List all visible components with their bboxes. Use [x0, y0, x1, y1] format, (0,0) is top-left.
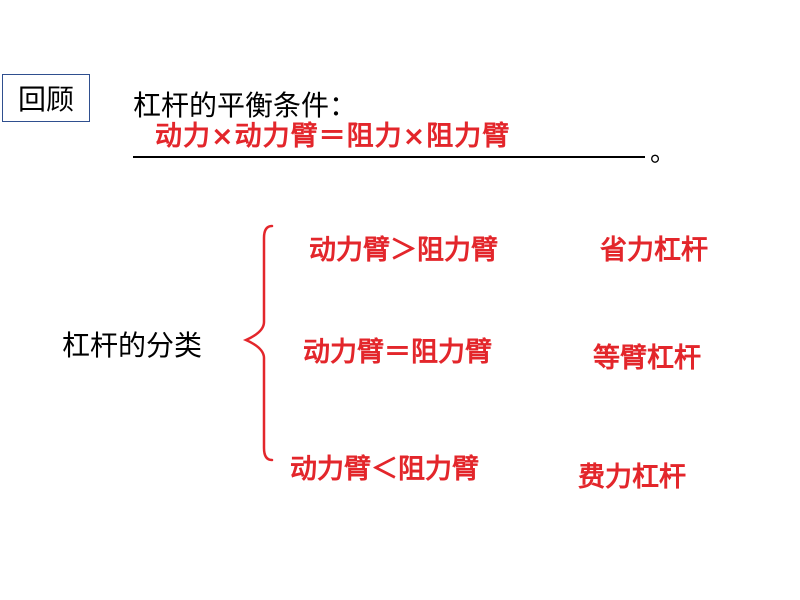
- condition-row-1: 动力臂＞阻力臂: [309, 235, 498, 266]
- curly-brace: [242, 224, 274, 462]
- balance-formula-answer: 动力×动力臂＝阻力×阻力臂: [155, 121, 511, 152]
- review-badge: 回顾: [2, 74, 90, 122]
- balance-condition-heading: 杠杆的平衡条件：: [133, 89, 358, 122]
- lever-type-row-1: 省力杠杆: [600, 235, 708, 266]
- condition-row-3: 动力臂＜阻力臂: [290, 454, 479, 485]
- answer-blank-line: [133, 156, 645, 158]
- condition-row-2: 动力臂＝阻力臂: [303, 337, 492, 368]
- review-badge-label: 回顾: [17, 83, 74, 116]
- lever-type-row-2: 等臂杠杆: [593, 343, 701, 374]
- lever-type-row-3: 费力杠杆: [578, 462, 686, 493]
- sentence-period: 。: [650, 138, 677, 168]
- classification-label: 杠杆的分类: [62, 329, 203, 362]
